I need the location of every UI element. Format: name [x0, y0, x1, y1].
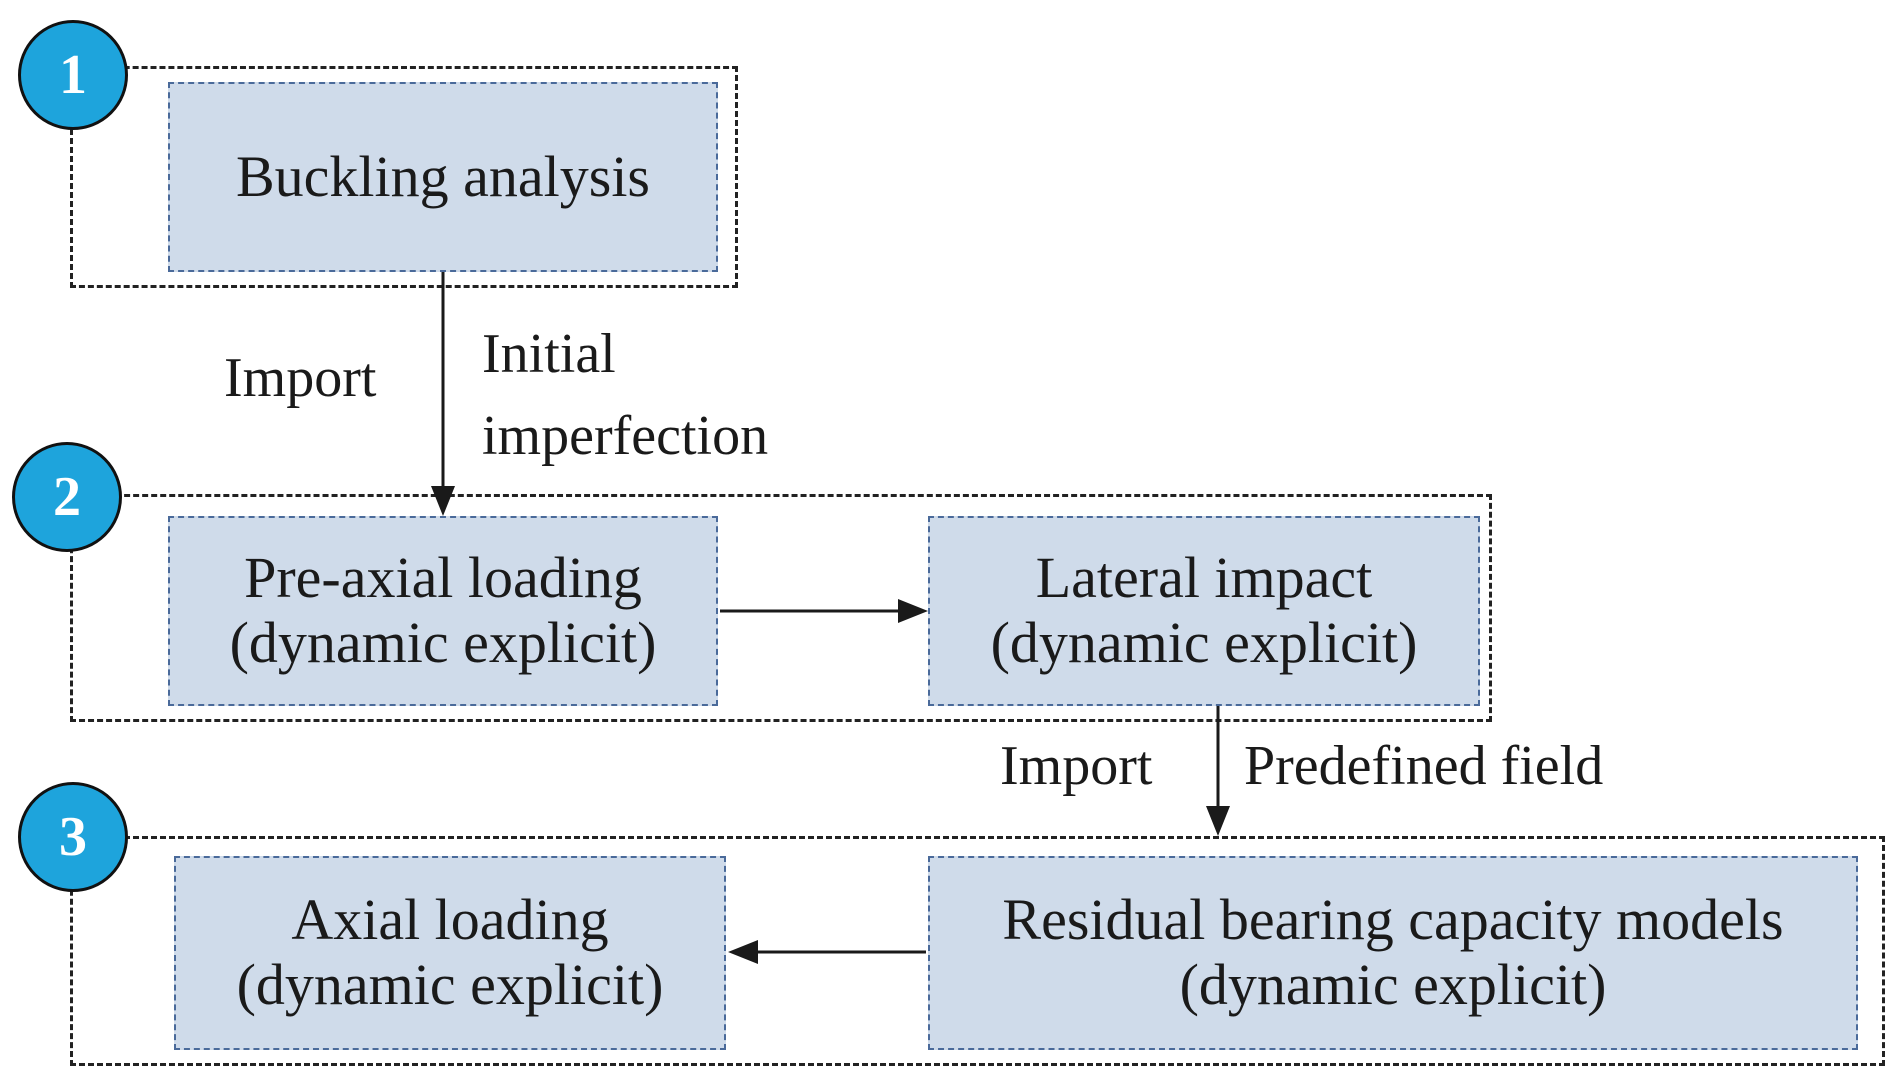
step-3-badge: 3 — [18, 782, 128, 892]
pre-axial-loading-box: Pre-axial loading (dynamic explicit) — [168, 516, 718, 706]
stage-1-group — [70, 66, 738, 288]
axial-loading-subtitle: (dynamic explicit) — [236, 952, 664, 1017]
arrow-lateral-to-residual — [1206, 706, 1230, 836]
residual-bearing-capacity-box: Residual bearing capacity models (dynami… — [928, 856, 1858, 1050]
buckling-analysis-text: Buckling analysis — [235, 143, 650, 209]
residual-bearing-capacity-title: Residual bearing capacity models — [1002, 887, 1784, 953]
axial-loading-title: Axial loading — [291, 887, 609, 953]
arrow-residual-to-axial — [728, 940, 926, 964]
stage-2-group — [70, 494, 1492, 722]
stage-3-group — [70, 836, 1885, 1066]
import-label-2: Import — [1000, 735, 1153, 797]
axial-loading-box: Axial loading (dynamic explicit) — [174, 856, 726, 1050]
predefined-field-label: Predefined field — [1244, 735, 1604, 797]
arrow-buckling-to-pre-axial — [431, 272, 455, 516]
pre-axial-loading-title: Pre-axial loading — [244, 545, 642, 611]
lateral-impact-box: Lateral impact (dynamic explicit) — [928, 516, 1480, 706]
pre-axial-loading-subtitle: (dynamic explicit) — [229, 610, 657, 675]
imperfection-label: imperfection — [482, 405, 769, 467]
import-label-1: Import — [224, 347, 377, 409]
initial-label: Initial — [482, 323, 616, 385]
arrow-pre-axial-to-lateral — [720, 599, 928, 623]
lateral-impact-subtitle: (dynamic explicit) — [990, 610, 1418, 675]
step-1-badge: 1 — [18, 20, 128, 130]
step-2-badge: 2 — [12, 442, 122, 552]
buckling-analysis-box: Buckling analysis — [168, 82, 718, 272]
lateral-impact-title: Lateral impact — [1035, 545, 1373, 611]
residual-bearing-capacity-subtitle: (dynamic explicit) — [1179, 952, 1607, 1017]
